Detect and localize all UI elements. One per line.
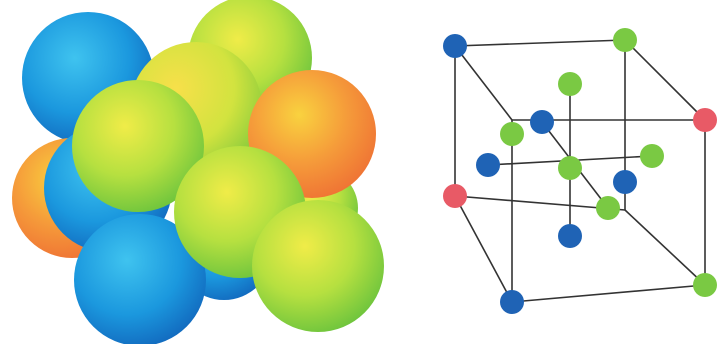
atom-green-face xyxy=(640,144,664,168)
sphere-green-front-bottom-right xyxy=(252,200,384,332)
atom-green-corner xyxy=(693,273,717,297)
sphere-green-front-left xyxy=(72,80,204,212)
lattice-atoms xyxy=(443,28,717,314)
sphere-packing-model xyxy=(12,0,384,344)
atom-blue-face xyxy=(558,224,582,248)
atom-blue-corner xyxy=(443,34,467,58)
atom-green-center xyxy=(558,156,582,180)
sphere-blue-front-bottom xyxy=(74,214,206,344)
atom-red-corner xyxy=(443,184,467,208)
atom-green-face xyxy=(558,72,582,96)
atom-green-corner xyxy=(613,28,637,52)
atom-green-face xyxy=(500,122,524,146)
atom-green-face xyxy=(596,196,620,220)
atom-red-corner xyxy=(693,108,717,132)
atom-blue-face xyxy=(530,110,554,134)
cubic-lattice-model xyxy=(443,28,717,314)
atom-blue-face xyxy=(476,153,500,177)
atom-blue-corner xyxy=(613,170,637,194)
atom-blue-corner xyxy=(500,290,524,314)
